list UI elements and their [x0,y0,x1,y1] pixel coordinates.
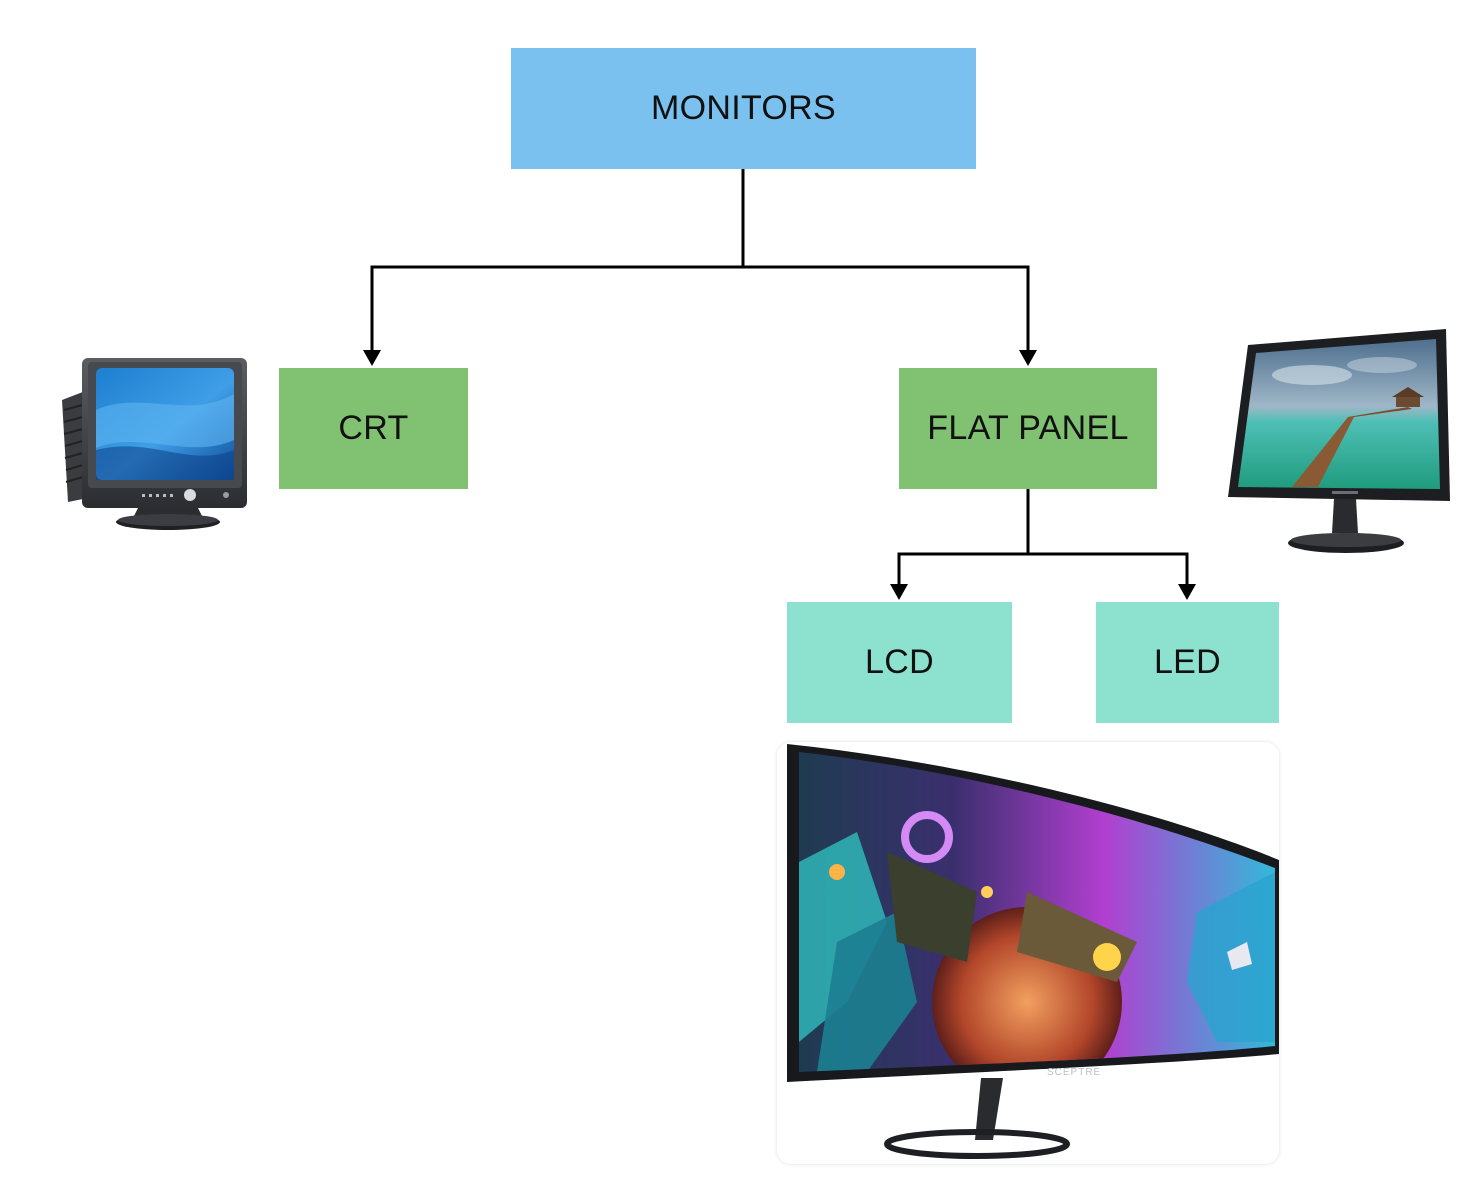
node-monitors: MONITORS [511,48,976,169]
node-led-label: LED [1153,643,1222,681]
node-flat-panel-label: FLAT PANEL [927,409,1129,447]
arrowhead-flat-panel [1019,350,1037,366]
node-lcd-label: LCD [865,643,934,681]
node-lcd: LCD [787,602,1012,723]
curved-monitor-icon: SCEPTRE [777,742,1279,1164]
edge-flat-panel-led [1028,552,1189,586]
node-flat-panel: FLAT PANEL [899,368,1157,489]
node-monitors-label: MONITORS [650,89,836,127]
node-crt-label: CRT [338,409,409,447]
arrowhead-lcd [890,584,908,600]
edge-monitors-crt [370,169,745,352]
edge-monitors-flat-panel [743,265,1030,352]
arrowhead-led [1178,584,1196,600]
node-led: LED [1096,602,1279,723]
brand-logo: SCEPTRE [1047,1067,1101,1078]
edge-flat-panel-lcd [897,489,1030,586]
arrowhead-crt [363,350,381,366]
node-crt: CRT [279,368,468,489]
flat-panel-monitor-icon [1222,325,1454,560]
crt-monitor-icon [50,350,255,535]
